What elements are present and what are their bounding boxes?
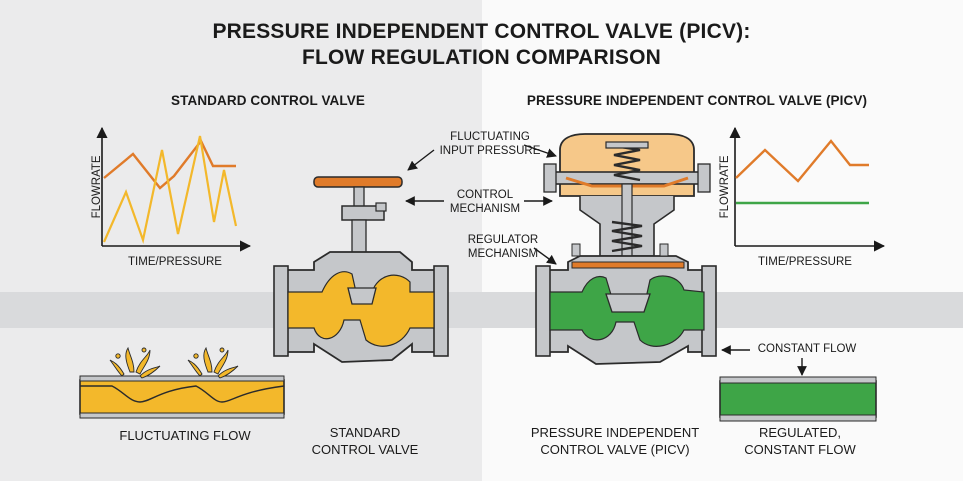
picv-caption-1: PRESSURE INDEPENDENT xyxy=(530,425,700,440)
fluctuating-pressure-label-2: INPUT PRESSURE xyxy=(439,145,541,157)
fluctuating-pipe xyxy=(79,346,285,419)
lower-spring xyxy=(611,220,643,253)
standard-valve-flow xyxy=(287,271,435,347)
left-chart-xlabel: TIME/PRESSURE xyxy=(128,256,222,268)
left-chart-ylabel: FLOWRATE xyxy=(91,155,104,219)
horizontal-band xyxy=(0,292,963,328)
constant-flow-caption-1: REGULATED, xyxy=(758,425,842,440)
left-chart xyxy=(96,126,252,252)
constant-flow-label: CONSTANT FLOW xyxy=(757,343,857,355)
constant-flow-caption-2: CONSTANT FLOW xyxy=(744,442,856,457)
right-chart-ylabel: FLOWRATE xyxy=(719,155,732,219)
left-chart-orange-line xyxy=(103,138,236,190)
picv-valve xyxy=(535,133,717,365)
standard-valve-caption-1: STANDARD xyxy=(329,425,401,440)
regulator-mechanism-label-1: REGULATOR xyxy=(467,234,539,246)
control-mechanism-label-2: MECHANISM xyxy=(449,203,521,215)
upper-spring xyxy=(613,144,641,182)
standard-valve-caption-2: CONTROL VALVE xyxy=(311,442,419,457)
handwheel xyxy=(313,176,403,188)
right-chart-orange-line xyxy=(735,139,869,183)
regulator-mechanism-label-2: MECHANISM xyxy=(467,248,539,260)
constant-pipe xyxy=(719,376,877,422)
left-heading: STANDARD CONTROL VALVE xyxy=(171,93,365,108)
picv-caption-2: CONTROL VALVE (PICV) xyxy=(540,442,690,457)
right-heading: PRESSURE INDEPENDENT CONTROL VALVE (PICV… xyxy=(526,93,868,108)
fluctuating-pressure-label-1: FLUCTUATING xyxy=(450,131,530,143)
callout-arrows xyxy=(405,144,807,376)
left-chart-yellow-line xyxy=(102,135,238,245)
standard-valve xyxy=(273,176,449,363)
title-line-2: FLOW REGULATION COMPARISON xyxy=(301,46,662,69)
title-line-1: PRESSURE INDEPENDENT CONTROL VALVE (PICV… xyxy=(212,20,751,43)
right-chart xyxy=(729,126,886,252)
fluctuating-flow-caption: FLUCTUATING FLOW xyxy=(119,428,251,443)
control-mechanism-label-1: CONTROL xyxy=(456,189,514,201)
right-chart-xlabel: TIME/PRESSURE xyxy=(758,256,852,268)
